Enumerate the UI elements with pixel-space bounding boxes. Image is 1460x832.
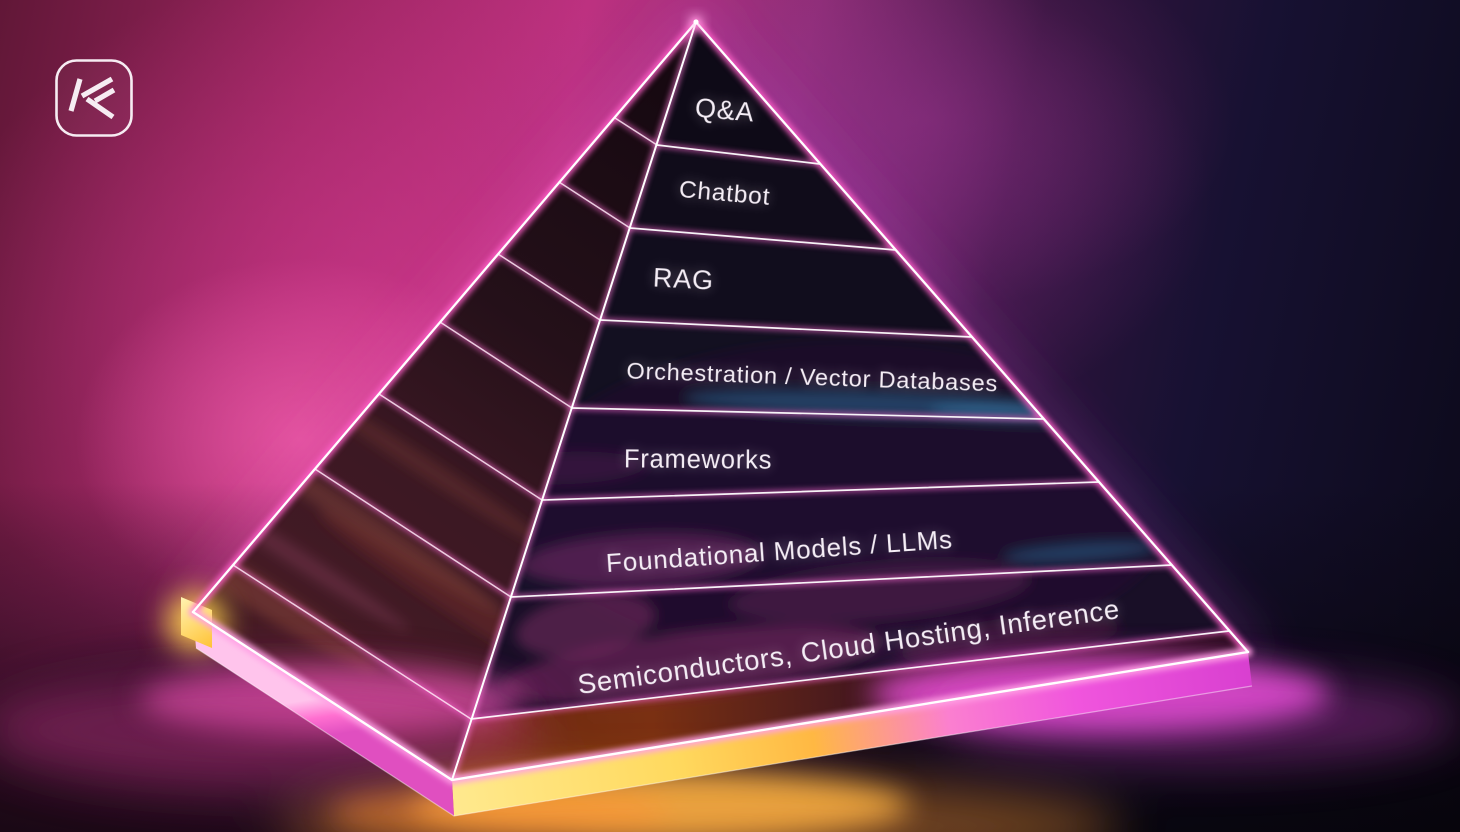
platform-left-side — [193, 612, 454, 816]
layer-band-rag — [600, 228, 972, 337]
platform-corner-block — [181, 597, 212, 648]
k-logo-frame — [55, 59, 133, 137]
neon-line-core — [191, 20, 1250, 782]
layer-label-qa: Q&A — [694, 93, 756, 128]
pyramid-front-face — [452, 22, 1248, 780]
layer-band-chatbot — [630, 145, 896, 250]
k-logo-icon — [68, 76, 116, 120]
platform-front-side — [452, 652, 1252, 816]
apex-dot — [693, 19, 699, 25]
k-logo — [55, 59, 133, 137]
pyramid-base-platform — [181, 597, 1253, 817]
layer-band-qa — [657, 22, 820, 164]
layer-label-frameworks: Frameworks — [624, 445, 773, 474]
layer-label-rag: RAG — [652, 262, 714, 295]
